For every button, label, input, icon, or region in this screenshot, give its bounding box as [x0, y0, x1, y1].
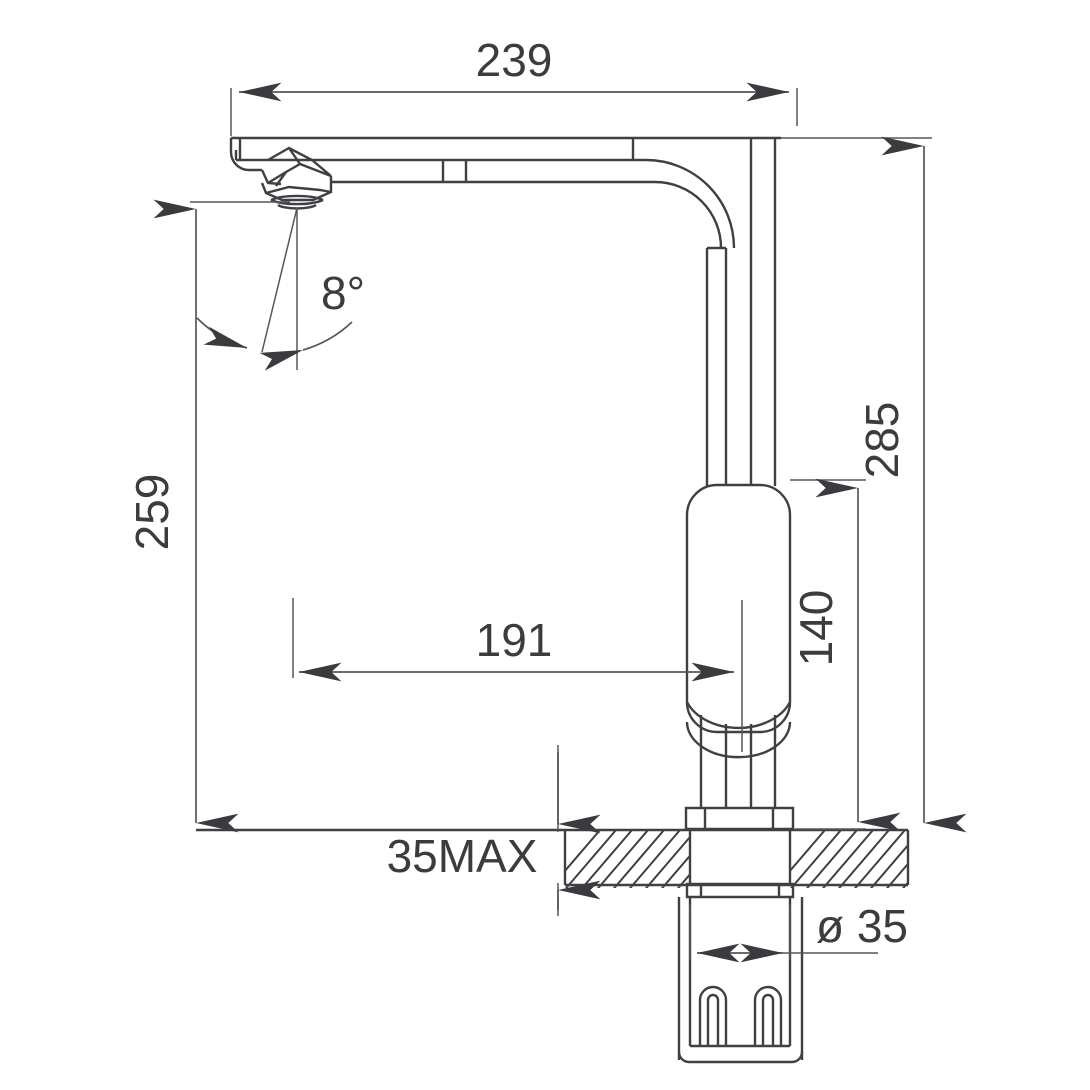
dimension-191: 191 [292, 598, 743, 752]
aerator-head [260, 146, 333, 210]
riser-column [749, 138, 777, 486]
dimension-285: 285 [781, 136, 967, 833]
dimension-140: 140 [790, 478, 901, 832]
dimension-label-dia35: ø 35 [816, 900, 908, 952]
spout-arm [229, 136, 781, 184]
mounting-shank [685, 829, 795, 899]
counter-hatch-left [565, 830, 690, 888]
dimension-label-285: 285 [856, 402, 908, 479]
faucet-body-geometry [229, 136, 804, 1064]
dimension-label-191: 191 [476, 614, 553, 666]
dimension-label-8deg: 8° [321, 267, 365, 319]
hose-connector [677, 897, 804, 1064]
countertop-section [196, 828, 910, 888]
dimension-diameter-35: ø 35 [689, 900, 908, 963]
dimension-8-degrees: 8° [196, 207, 365, 371]
dimension-259: 259 [126, 199, 290, 833]
dimension-239: 239 [230, 34, 798, 136]
dimension-label-140: 140 [790, 590, 842, 667]
spout-elbow [645, 158, 736, 486]
dimension-label-35max: 35MAX [387, 830, 538, 882]
dimension-label-239: 239 [476, 34, 553, 86]
dimension-35max: 35MAX [387, 745, 601, 916]
counter-hatch-right [790, 830, 908, 888]
dimension-label-259: 259 [126, 474, 178, 551]
